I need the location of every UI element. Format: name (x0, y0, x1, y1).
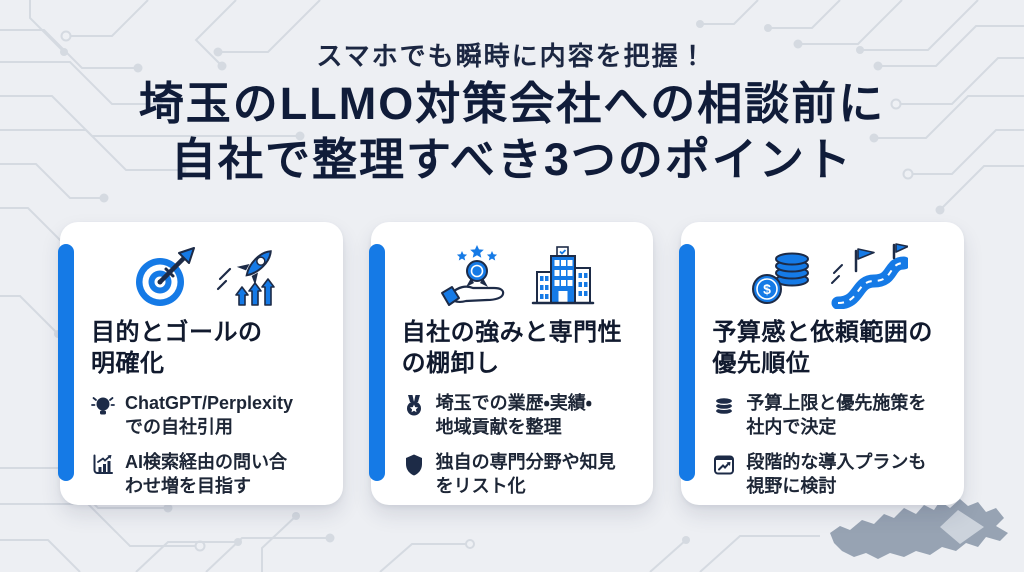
card-accent-bar (368, 244, 385, 481)
card-icons (402, 235, 634, 309)
shield-icon (402, 453, 426, 477)
coins-icon: $ (752, 252, 810, 304)
card-bullets: 予算上限と優先施策を 社内で決定 段階的な導入プランも 視野に検討 (712, 392, 944, 499)
points-row: 目的とゴールの 明確化 ChatGPT/Perplexity で (58, 222, 965, 505)
page-title-line1: 埼玉のLLMO対策会社への相談前に (138, 78, 886, 129)
bullet-text: 段階的な導入プランも 視野に検討 (746, 452, 927, 497)
page-title-line2: 自社で整理すべき3つのポイント (171, 133, 853, 185)
page-title: 埼玉のLLMO対策会社への相談前に自社で整理すべき3つのポイント (0, 76, 1024, 188)
bar-chart-icon (91, 453, 115, 477)
rocket-growth-icon (216, 250, 275, 306)
card-bullets: ChatGPT/Perplexity での自社引用 AI検索経由の問 (91, 392, 323, 499)
bullet-text: 埼玉での業歴・実績・ 地域貢献を整理 (435, 393, 592, 438)
building-icon (531, 246, 594, 305)
road-flags-icon (831, 243, 909, 309)
list-item: 段階的な導入プランも 視野に検討 (712, 451, 944, 499)
point-card-strengths: 自社の強みと専門性 の棚卸し 埼玉での業歴・実績・ 地域貢献を整理 (368, 222, 654, 505)
list-item: 埼玉での業歴・実績・ 地域貢献を整理 (402, 392, 634, 440)
list-item: 予算上限と優先施策を 社内で決定 (712, 392, 944, 440)
bullet-text: 独自の専門分野や知見 をリスト化 (435, 452, 616, 497)
bullet-text: 予算上限と優先施策を 社内で決定 (746, 393, 927, 438)
card-accent-bar (58, 244, 74, 481)
card-title: 自社の強みと専門性 の棚卸し (401, 319, 623, 378)
card-icons: $ (712, 235, 944, 309)
circuit-bottom-right (649, 535, 820, 572)
medal-hand-icon (440, 245, 504, 306)
saitama-prefecture-silhouette (830, 499, 1008, 559)
card-title: 目的とゴールの 明確化 (91, 319, 263, 378)
trend-box-icon (712, 453, 736, 477)
coin-stack-icon (712, 394, 736, 418)
lightbulb-icon (91, 394, 115, 418)
bullet-text: AI検索経由の問い合 わせ増を目指す (125, 452, 287, 497)
point-card-budget: $ 予算感と依頼範囲の 優先順位 (679, 222, 965, 505)
header-subtitle: スマホでも瞬時に内容を把握！ (316, 41, 708, 71)
svg-text:$: $ (763, 281, 771, 297)
card-title: 予算感と依頼範囲の 優先順位 (712, 319, 933, 378)
card-bullets: 埼玉での業歴・実績・ 地域貢献を整理 独自の専門分野や知見 をリスト化 (402, 392, 634, 499)
list-item: AI検索経由の問い合 わせ増を目指す (91, 451, 323, 499)
list-item: 独自の専門分野や知見 をリスト化 (402, 451, 634, 499)
bullet-text: ChatGPT/Perplexity での自社引用 (125, 393, 294, 438)
card-accent-bar (679, 244, 696, 481)
card-icons (91, 235, 323, 309)
medal-icon (402, 394, 426, 418)
target-arrow-icon (135, 247, 195, 306)
point-card-goals: 目的とゴールの 明確化 ChatGPT/Perplexity で (58, 222, 343, 505)
list-item: ChatGPT/Perplexity での自社引用 (91, 392, 323, 440)
